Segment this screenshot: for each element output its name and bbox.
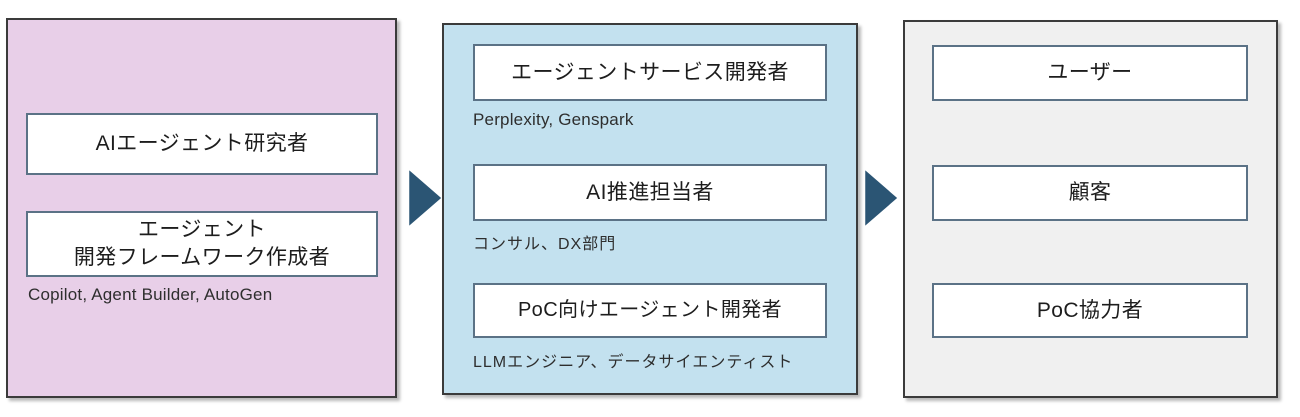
role-box-ai-promotion-lead[interactable]: AI推進担当者 bbox=[473, 164, 827, 221]
arrow-right-icon-1 bbox=[409, 170, 442, 226]
role-box-label: ユーザー bbox=[1047, 61, 1133, 85]
role-box-agent-framework-creator[interactable]: エージェント 開発フレームワーク作成者 bbox=[26, 211, 378, 277]
caption-ai-promotion-lead: コンサル、DX部門 bbox=[473, 236, 617, 253]
arrow-right-icon-2 bbox=[865, 170, 898, 226]
caption-agent-framework-creator: Copilot, Agent Builder, AutoGen bbox=[28, 285, 273, 304]
role-box-label: 顧客 bbox=[1068, 181, 1112, 205]
role-box-agent-service-developer[interactable]: エージェントサービス開発者 bbox=[473, 44, 827, 101]
caption-agent-service-developer: Perplexity, Genspark bbox=[473, 110, 634, 129]
role-box-poc-agent-developer[interactable]: PoC向けエージェント開発者 bbox=[473, 283, 827, 338]
role-box-user[interactable]: ユーザー bbox=[932, 45, 1248, 101]
role-box-label: AI推進担当者 bbox=[586, 180, 714, 204]
role-box-customer[interactable]: 顧客 bbox=[932, 165, 1248, 221]
stage-panel-researchers bbox=[6, 18, 397, 398]
role-box-label: PoC向けエージェント開発者 bbox=[517, 299, 783, 322]
role-box-label: AIエージェント研究者 bbox=[95, 132, 309, 156]
role-box-ai-agent-researcher[interactable]: AIエージェント研究者 bbox=[26, 113, 378, 175]
role-box-poc-collaborator[interactable]: PoC協力者 bbox=[932, 283, 1248, 338]
role-box-label: エージェント 開発フレームワーク作成者 bbox=[73, 218, 331, 269]
role-box-label: エージェントサービス開発者 bbox=[511, 60, 789, 84]
role-box-label: PoC協力者 bbox=[1036, 298, 1144, 322]
caption-poc-agent-developer: LLMエンジニア、データサイエンティスト bbox=[473, 354, 794, 371]
